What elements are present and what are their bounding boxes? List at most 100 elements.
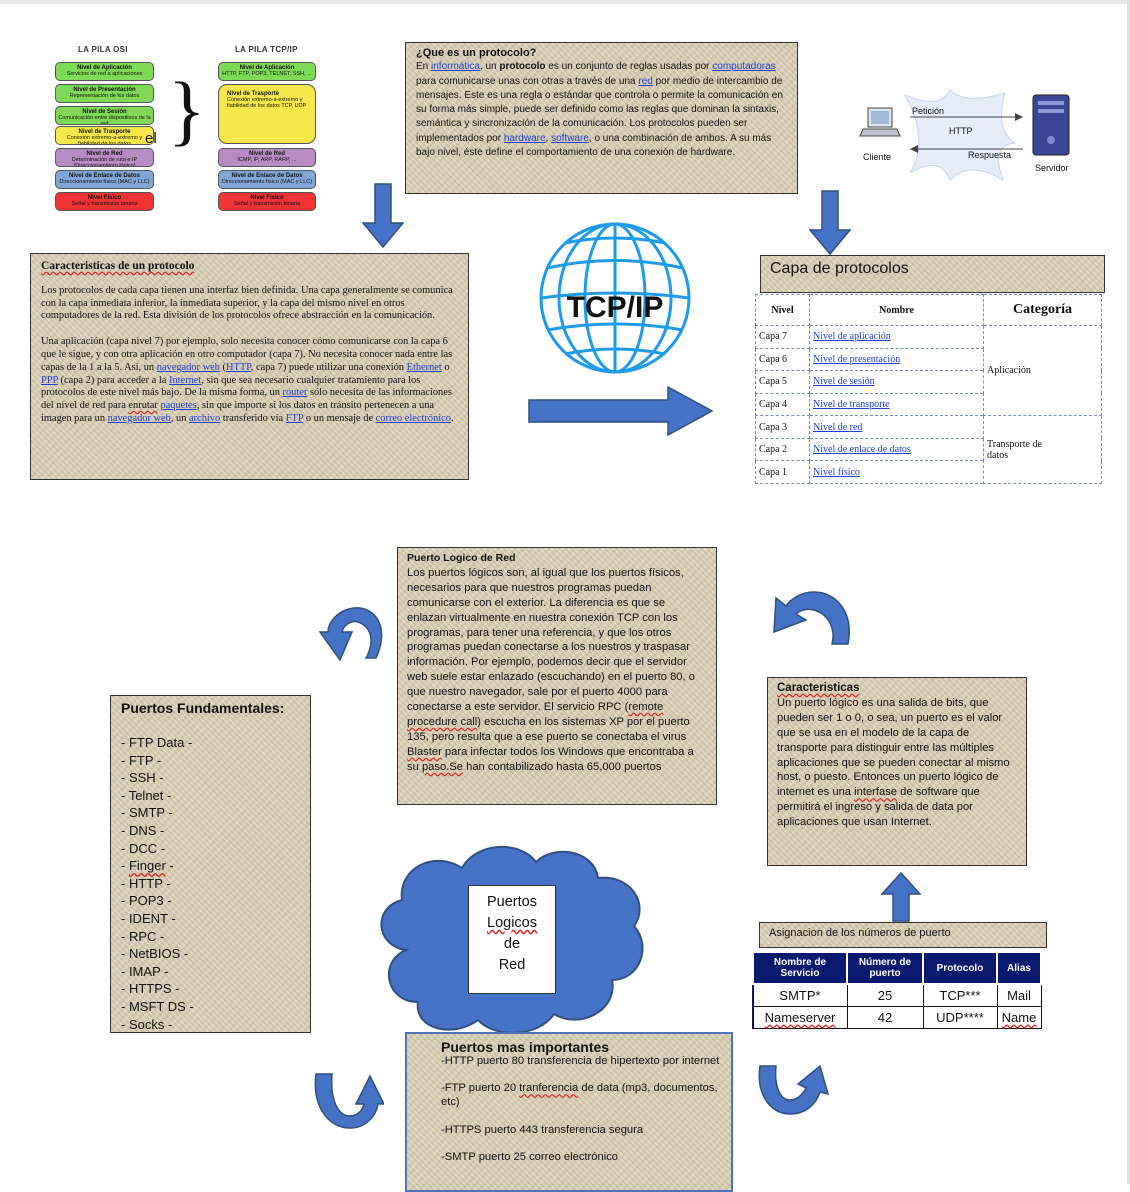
fundamental-port-item: - IMAP -	[121, 963, 169, 979]
link-nivel-aplicacion[interactable]: Nivel de aplicación	[813, 331, 891, 343]
osi-layer-name: Nivel de Trasporte	[78, 129, 131, 135]
link-nivel-fisico[interactable]: Nivel físico	[813, 466, 860, 478]
fundamental-ports-list: - FTP Data -- FTP -- SSH -- Telnet -- SM…	[121, 734, 300, 1032]
text: , sin que sea necesario cualquier tratam…	[41, 374, 421, 399]
cell-nivel: Capa 6	[755, 347, 810, 372]
curved-arrow-bottom-left	[314, 1073, 384, 1129]
text-rpc: remote procedure call	[407, 701, 664, 728]
cell: 42	[846, 1005, 924, 1029]
tcpip-layer-desc: Señal y transmisión binaria	[233, 201, 301, 207]
text-blaster: Blaster	[407, 745, 442, 758]
tcpip-layer-name: Nivel de Red	[248, 151, 285, 157]
globe-label: TCP/IP	[566, 291, 664, 324]
col-numero: Número de puerto	[846, 951, 924, 985]
link-nivel-enlace[interactable]: Nivel de enlace de datos	[813, 444, 911, 456]
cloud-label-4: Red	[498, 957, 526, 973]
link-http[interactable]: HTTP	[225, 361, 251, 373]
table-row: Capa 6 Nivel de presentación	[755, 347, 1102, 372]
tcpip-layer-desc: Conexión extremo-a-extremo y fiabilidad …	[227, 97, 307, 109]
link-nivel-red[interactable]: Nivel de red	[813, 421, 863, 433]
table-row: Capa 5 Nivel de sesión	[755, 370, 1102, 394]
http-servidor-label: Servidor	[1035, 163, 1069, 173]
fundamental-port-item: - POP3 -	[121, 893, 172, 909]
important-port-item: -FTP puerto 20 tranferencia de data (mp3…	[441, 1081, 723, 1109]
fundamental-ports-box: Puertos Fundamentales: - FTP Data -- FTP…	[110, 695, 311, 1033]
text: para comunicarse unas con otras a través…	[416, 75, 639, 87]
cell-nivel: Capa 3	[755, 415, 810, 439]
fundamental-port-item: - NetBIOS -	[121, 946, 189, 962]
link-hardware[interactable]: hardware	[503, 132, 546, 144]
osi-layer-desc: Señal y transmisión binaria	[71, 201, 138, 207]
cloud-label-box: Puertos Logicos de Red	[468, 885, 556, 994]
tcpip-layer-name: Nivel de Enlace de Datos	[231, 173, 303, 179]
link-software[interactable]: software	[551, 132, 589, 144]
logical-port-text: Los puertos lógicos son, al igual que lo…	[407, 566, 707, 775]
port-characteristics-box: Caracteristicas Un puerto lógico es una …	[767, 677, 1027, 866]
text: sólo necesita de las informaciones del n…	[41, 387, 452, 412]
cell-nivel: Capa 5	[755, 370, 810, 394]
port-characteristics-title: Caracteristicas	[777, 681, 1017, 696]
cell: Nameserver	[752, 1005, 848, 1029]
layer-protocols-title: Capa de protocolos	[770, 260, 909, 277]
text: de software que permitirá el ingreso y s…	[777, 786, 980, 829]
link-correo-electronico[interactable]: correo electrónico	[375, 412, 451, 424]
http-respuesta-label: Respuesta	[968, 150, 1012, 160]
layer-protocols-table-wrap: Nivel Nombre Categoría Capa 7 Nivel de a…	[755, 294, 1102, 484]
tcpip-globe: TCP/IP	[535, 218, 695, 378]
link-nivel-presentacion[interactable]: Nivel de presentación	[813, 353, 901, 365]
cell-categoria-aplicacion: Aplicación	[983, 324, 1102, 417]
text: (capa 2) para acceder a la	[57, 374, 169, 386]
fundamental-port-item: - Socks -	[121, 1016, 173, 1032]
text: o	[441, 361, 450, 373]
text-interfase: interfase	[854, 786, 898, 799]
link-ppp[interactable]: PPP	[41, 374, 58, 386]
link-nivel-transporte[interactable]: Nivel de transporte	[813, 398, 890, 410]
important-ports-title: Puertos mas importantes	[441, 1039, 610, 1055]
link-informatica[interactable]: informática	[431, 61, 480, 73]
fundamental-port-item: - Finger -	[121, 858, 174, 874]
protocol-definition-box: ¿Que es un protocolo? En informática, un…	[405, 42, 798, 194]
link-navegador-web[interactable]: navegador web	[156, 361, 220, 373]
link-paquetes[interactable]: paquetes	[160, 400, 197, 412]
text: Una aplicación (capa nivel 7) por ejempl…	[41, 336, 453, 373]
osi-layer-name: Nivel de Sesión	[82, 109, 127, 115]
link-internet[interactable]: Internet	[169, 374, 202, 386]
port-characteristics-text: Un puerto lógico es una salida de bits, …	[777, 696, 1017, 830]
cell-nombre: Nivel de aplicación	[809, 325, 984, 349]
link-nivel-sesion[interactable]: Nivel de sesión	[813, 376, 875, 388]
link-ethernet[interactable]: Ethernet	[406, 361, 442, 373]
link-ftp[interactable]: FTP	[285, 412, 304, 424]
fundamental-port-item: - SMTP -	[121, 805, 173, 821]
text: para infectar todos los Windows que enco…	[407, 745, 694, 773]
link-navegador-web-2[interactable]: navegador web	[107, 412, 171, 424]
text-finger: Finger	[128, 858, 166, 874]
up-arrow	[881, 872, 921, 922]
osi-layer-desc: Direccionamiento físico (MAC y LLC)	[59, 179, 150, 185]
curved-arrow-top-right	[773, 591, 850, 645]
cloud-label-1: Puertos	[487, 894, 537, 910]
osi-layer-name: Nivel Físico	[87, 195, 122, 201]
link-router[interactable]: router	[282, 387, 308, 399]
important-port-item: -HTTPS puerto 443 transferencia segura	[441, 1123, 644, 1136]
cell-nivel: Capa 1	[755, 460, 810, 484]
cell-nombre: Nivel de enlace de datos	[809, 437, 984, 462]
cell: SMTP*	[752, 983, 848, 1007]
text: -FTP puerto 20	[441, 1082, 520, 1095]
link-archivo[interactable]: archivo	[189, 412, 221, 424]
table-row: Capa 1 Nivel físico	[755, 460, 1102, 484]
text: han contabilizado hasta 65,000 puertos	[463, 760, 662, 773]
col-nombre: Nombre	[809, 294, 984, 326]
text: , sin que importe si los datos en tránsi…	[41, 400, 435, 424]
link-red[interactable]: red	[638, 75, 653, 87]
text-paso: paso.Se	[421, 760, 463, 773]
text: , un	[170, 412, 190, 424]
logical-port-title: Puerto Logico de Red	[407, 552, 516, 564]
link-computadoras[interactable]: computadoras	[712, 61, 776, 73]
text: por medio de intercambio de mensajes. Es…	[416, 75, 783, 144]
cell-nombre: Nivel físico	[809, 460, 984, 484]
col-alias: Alias	[996, 951, 1042, 985]
